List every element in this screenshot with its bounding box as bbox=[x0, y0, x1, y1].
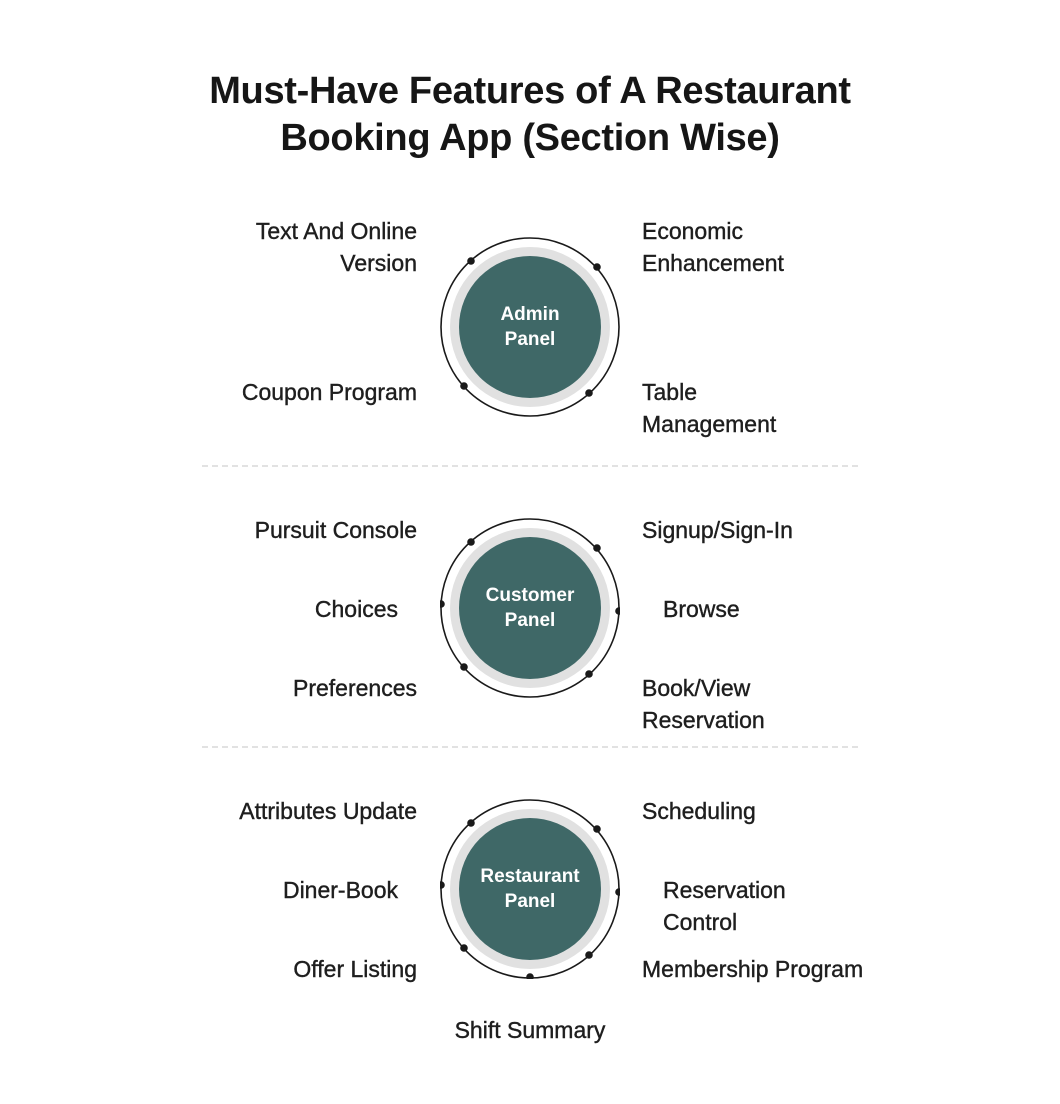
section-divider bbox=[202, 746, 858, 748]
orbit-dot-bottom-right bbox=[585, 389, 593, 397]
feature-diner-book: Diner-Book bbox=[283, 874, 398, 906]
feature-coupon-program: Coupon Program bbox=[241, 376, 418, 408]
orbit-dot-top-left bbox=[467, 819, 475, 827]
admin-panel-hub: Admin Panel bbox=[440, 237, 620, 417]
orbit-dot-bottom-left bbox=[460, 663, 468, 671]
diagram-title: Must-Have Features of A Restaurant Booki… bbox=[0, 68, 1060, 162]
title-line-1: Must-Have Features of A Restaurant bbox=[209, 70, 851, 112]
customer-panel-label: Customer Panel bbox=[440, 518, 620, 698]
feature-line: Economic bbox=[642, 218, 743, 244]
feature-book-view-reservation: Book/View Reservation bbox=[642, 672, 765, 736]
hub-label-line-1: Restaurant bbox=[480, 866, 580, 887]
feature-pursuit-console: Pursuit Console bbox=[254, 514, 417, 546]
admin-panel-orbit bbox=[440, 237, 620, 417]
orbit-dot-bottom-left bbox=[460, 382, 468, 390]
customer-panel-hub: Customer Panel bbox=[440, 518, 620, 698]
orbit-dot-left bbox=[440, 881, 445, 889]
feature-line: Membership Program bbox=[642, 956, 864, 982]
feature-reservation-control: Reservation Control bbox=[663, 874, 786, 938]
admin-panel-label: Admin Panel bbox=[440, 237, 620, 417]
feature-line: Book/View bbox=[642, 675, 751, 701]
orbit-dot-top-left bbox=[467, 257, 475, 265]
feature-line: Attributes Update bbox=[239, 798, 417, 824]
restaurant-panel-orbit bbox=[440, 799, 620, 979]
feature-line: Scheduling bbox=[642, 798, 756, 824]
feature-line: Choices bbox=[314, 596, 399, 622]
orbit-dot-right bbox=[615, 607, 620, 615]
feature-line: Table bbox=[642, 379, 697, 405]
feature-choices: Choices bbox=[314, 593, 399, 625]
hub-label-line-2: Panel bbox=[504, 329, 556, 350]
feature-line: Management bbox=[642, 411, 777, 437]
feature-line: Reservation bbox=[663, 877, 786, 903]
feature-line: Browse bbox=[663, 596, 740, 622]
feature-line: Version bbox=[340, 250, 417, 276]
feature-economic-enhancement: Economic Enhancement bbox=[642, 215, 784, 279]
orbit-dot-top-right bbox=[593, 825, 601, 833]
feature-attributes-update: Attributes Update bbox=[239, 795, 417, 827]
feature-line: Shift Summary bbox=[454, 1017, 606, 1043]
hub-label-line-2: Panel bbox=[504, 610, 556, 631]
hub-label-line-2: Panel bbox=[504, 891, 556, 912]
hub-label-line-1: Admin bbox=[500, 304, 560, 325]
orbit-dot-top-right bbox=[593, 263, 601, 271]
title-line-2: Booking App (Section Wise) bbox=[280, 117, 780, 159]
orbit-dot-bottom bbox=[526, 973, 534, 979]
feature-line: Diner-Book bbox=[282, 877, 398, 903]
feature-line: Signup/Sign-In bbox=[642, 517, 793, 543]
feature-line: Preferences bbox=[292, 675, 417, 701]
feature-table-management: Table Management bbox=[642, 376, 777, 440]
feature-line: Coupon Program bbox=[241, 379, 418, 405]
orbit-dot-bottom-left bbox=[460, 944, 468, 952]
orbit-dot-bottom-right bbox=[585, 670, 593, 678]
orbit-dot-top-right bbox=[593, 544, 601, 552]
feature-preferences: Preferences bbox=[293, 672, 417, 704]
restaurant-panel-label: Restaurant Panel bbox=[440, 799, 620, 979]
feature-line: Pursuit Console bbox=[254, 517, 417, 543]
orbit-dot-left bbox=[440, 600, 445, 608]
feature-line: Enhancement bbox=[642, 250, 784, 276]
section-divider bbox=[202, 465, 858, 467]
feature-line: Control bbox=[663, 909, 738, 935]
feature-text-and-online-version: Text And Online Version bbox=[255, 215, 418, 279]
feature-line: Reservation bbox=[642, 707, 765, 733]
restaurant-panel-hub: Restaurant Panel bbox=[440, 799, 620, 979]
hub-label-line-1: Customer bbox=[485, 585, 575, 606]
customer-panel-orbit bbox=[440, 518, 620, 698]
feature-offer-listing: Offer Listing bbox=[293, 953, 417, 985]
feature-scheduling: Scheduling bbox=[642, 795, 756, 827]
orbit-dot-top-left bbox=[467, 538, 475, 546]
feature-line: Offer Listing bbox=[293, 956, 417, 982]
feature-shift-summary: Shift Summary bbox=[0, 1014, 1060, 1046]
feature-membership-program: Membership Program bbox=[642, 953, 864, 985]
orbit-dot-right bbox=[615, 888, 620, 896]
orbit-dot-bottom-right bbox=[585, 951, 593, 959]
feature-signup-sign-in: Signup/Sign-In bbox=[642, 514, 793, 546]
feature-line: Text And Online bbox=[255, 218, 418, 244]
feature-browse: Browse bbox=[663, 593, 740, 625]
